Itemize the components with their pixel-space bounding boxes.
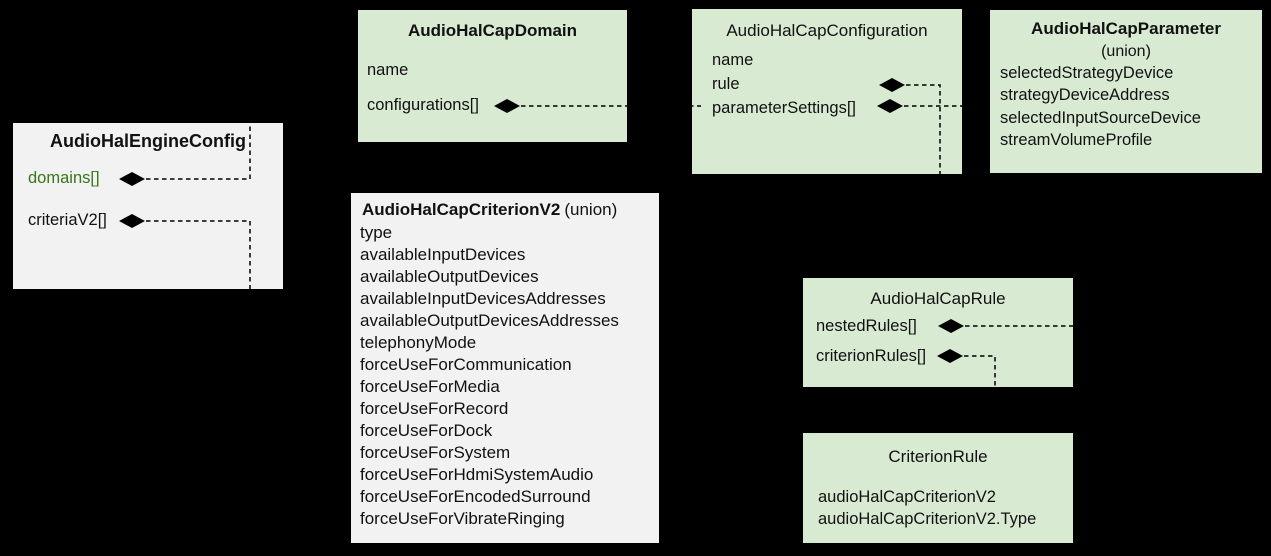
field-nested-rules: nestedRules[] (816, 317, 917, 335)
field-force-use-for-encoded-surround: forceUseForEncodedSurround (360, 487, 591, 506)
field-stream-volume-profile: streamVolumeProfile (1000, 131, 1153, 149)
field-telephony-mode: telephonyMode (360, 333, 477, 352)
field-rule: rule (712, 75, 740, 93)
field-force-use-for-media: forceUseForMedia (360, 377, 500, 396)
field-configurations: configurations[] (367, 96, 479, 114)
field-available-output-devices-addresses: availableOutputDevicesAddresses (360, 311, 619, 330)
class-box-audio-hal-cap-configuration: AudioHalCapConfiguration name rule param… (692, 9, 962, 174)
field-force-use-for-system: forceUseForSystem (360, 443, 511, 462)
class-title-audio-hal-cap-domain: AudioHalCapDomain (407, 21, 578, 40)
class-subtitle-union: (union) (564, 200, 618, 219)
class-box-audio-hal-cap-criterion-v2: AudioHalCapCriterionV2(union) type avail… (351, 193, 659, 543)
class-box-audio-hal-cap-domain: AudioHalCapDomain name configurations[] (358, 10, 627, 142)
field-name: name (712, 51, 754, 69)
field-criteria-v2: criteriaV2[] (28, 211, 107, 229)
class-title-audio-hal-cap-parameter: AudioHalCapParameter (1031, 19, 1221, 38)
class-box-audio-hal-cap-parameter: AudioHalCapParameter (union) selectedStr… (990, 10, 1262, 173)
field-available-output-devices: availableOutputDevices (360, 267, 539, 286)
field-selected-input-source-device: selectedInputSourceDevice (1000, 109, 1201, 127)
field-selected-strategy-device: selectedStrategyDevice (1000, 64, 1174, 82)
class-box-audio-hal-engine-config: AudioHalEngineConfig domains[] criteriaV… (13, 123, 283, 289)
field-force-use-for-vibrate-ringing: forceUseForVibrateRinging (360, 509, 565, 528)
field-force-use-for-dock: forceUseForDock (360, 421, 493, 440)
field-force-use-for-hdmi-system-audio: forceUseForHdmiSystemAudio (360, 465, 594, 484)
field-parameter-settings: parameterSettings[] (712, 99, 856, 117)
field-available-input-devices: availableInputDevices (360, 245, 526, 264)
field-audio-hal-cap-criterion-v2-type: audioHalCapCriterionV2.Type (818, 510, 1037, 528)
class-box-criterion-rule: CriterionRule audioHalCapCriterionV2 aud… (803, 433, 1073, 543)
field-domains: domains[] (28, 169, 100, 187)
class-box-audio-hal-cap-rule: AudioHalCapRule nestedRules[] criterionR… (803, 278, 1073, 387)
field-criterion-rules: criterionRules[] (816, 347, 927, 365)
field-strategy-device-address: strategyDeviceAddress (1000, 86, 1170, 104)
class-title-criterion-rule: CriterionRule (888, 447, 988, 466)
class-title-audio-hal-cap-configuration: AudioHalCapConfiguration (726, 21, 928, 40)
class-title-audio-hal-cap-rule: AudioHalCapRule (870, 289, 1006, 308)
class-title-text: AudioHalCapCriterionV2 (362, 200, 561, 219)
field-force-use-for-communication: forceUseForCommunication (360, 355, 572, 374)
field-available-input-devices-addresses: availableInputDevicesAddresses (360, 289, 606, 308)
field-type: type (360, 223, 393, 242)
field-force-use-for-record: forceUseForRecord (360, 399, 509, 418)
class-title-audio-hal-engine-config: AudioHalEngineConfig (50, 131, 246, 151)
class-title-audio-hal-cap-criterion-v2: AudioHalCapCriterionV2(union) (362, 200, 617, 220)
field-audio-hal-cap-criterion-v2: audioHalCapCriterionV2 (818, 488, 996, 506)
field-name: name (367, 61, 409, 79)
class-subtitle-union: (union) (1101, 43, 1151, 60)
